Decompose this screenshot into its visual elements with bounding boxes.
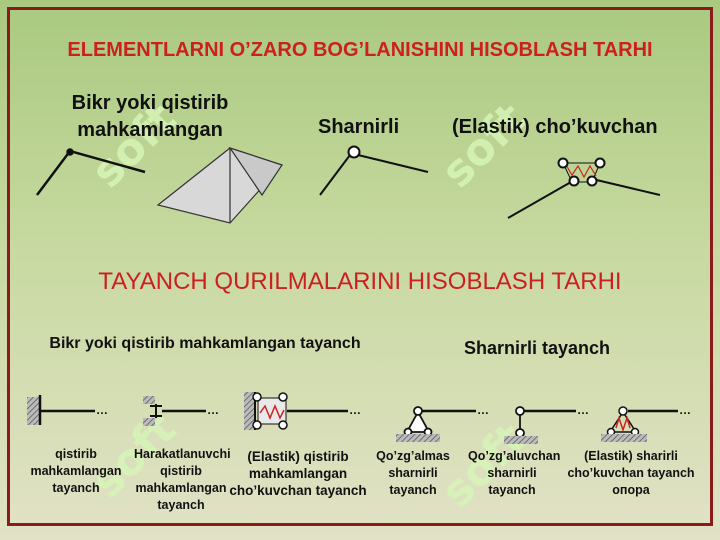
- rigid-joint-figure: [36, 148, 146, 196]
- joint-elastic-label: (Elastik) cho’kuvchan: [452, 116, 658, 138]
- svg-text:…: …: [207, 403, 219, 417]
- slide-frame: [7, 7, 713, 526]
- fixed-support-figure: …: [27, 395, 108, 425]
- svg-text:…: …: [96, 403, 108, 417]
- support-label-pinned: Qo’zg’almas sharnirli tayanch: [376, 449, 450, 497]
- sliding-fixed-support-figure: …: [143, 396, 219, 426]
- svg-text:…: …: [679, 403, 691, 417]
- svg-text:…: …: [349, 403, 361, 417]
- support-label-sliding-fixed: Harakatlanuvchi qistirib mahkamlangan ta…: [134, 447, 231, 512]
- hinged-joint-figure: [319, 145, 429, 196]
- elastic-joint-figure: [507, 157, 661, 219]
- elastic-fixed-support-figure: …: [244, 392, 361, 430]
- support-label-elastic-fixed: (Elastik) qistirib mahkamlangan cho’kuvc…: [229, 449, 367, 498]
- joint-rigid-label: Bikr yoki qistirib mahkamlangan: [71, 92, 229, 141]
- support-label-elastic-pinned: (Elastik) sharirli cho’kuvchan tayanch о…: [567, 449, 695, 497]
- svg-text:…: …: [577, 403, 589, 417]
- rigid-joint-plate: [156, 146, 284, 224]
- joint-hinged-label: Sharnirli: [318, 116, 400, 138]
- support-group-hinged-label: Sharnirli tayanch: [464, 338, 611, 358]
- support-label-fixed: qistirib mahkamlangan tayanch: [30, 447, 122, 495]
- support-label-roller: Qo’zg’aluvchan sharnirli tayanch: [468, 449, 561, 497]
- elastic-pinned-support-figure: …: [601, 403, 691, 442]
- slide-title: ELEMENTLARNI O’ZARO BOG’LANISHINI HISOBL…: [67, 39, 653, 61]
- svg-text:…: …: [477, 403, 489, 417]
- pinned-support-figure: …: [396, 403, 489, 442]
- section-title: TAYANCH QURILMALARINI HISOBLASH TARHI: [98, 268, 622, 295]
- roller-support-figure: …: [504, 403, 589, 444]
- support-group-rigid-label: Bikr yoki qistirib mahkamlangan tayanch: [49, 335, 361, 352]
